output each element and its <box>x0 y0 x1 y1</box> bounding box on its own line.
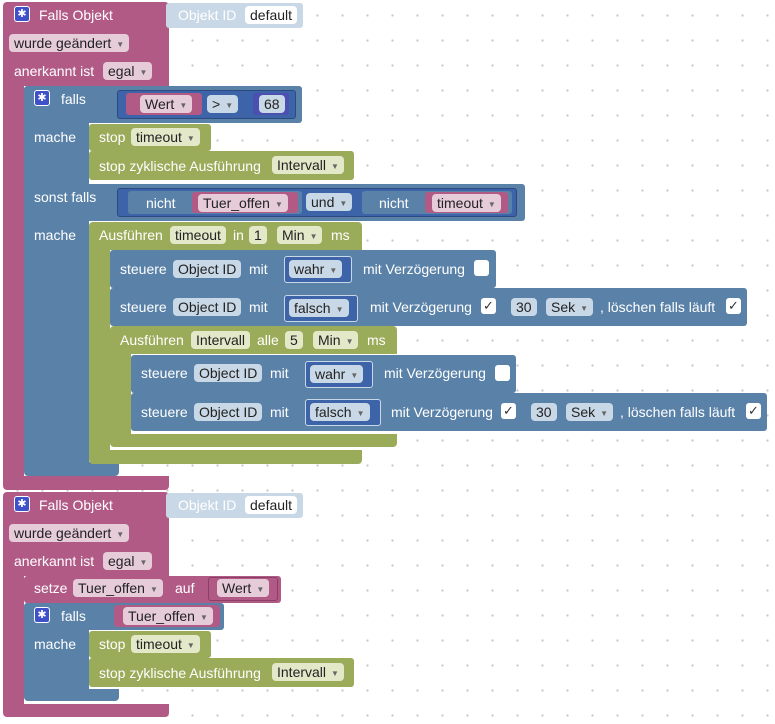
loeschen-label: , löschen falls läuft <box>620 404 736 420</box>
delay-amount[interactable]: 30 <box>511 298 537 316</box>
delay-amount[interactable]: 30 <box>531 403 557 421</box>
delay-checkbox[interactable] <box>474 260 489 276</box>
set-var-dropdown[interactable]: Tuer_offen▼ <box>73 579 163 597</box>
nicht-label: nicht <box>146 195 176 211</box>
stop-cyclic-label: stop zyklische Ausführung <box>99 158 261 174</box>
anerkannt-label: anerkannt ist <box>14 63 95 79</box>
wahr-dropdown[interactable]: wahr▼ <box>310 365 364 383</box>
steuere-label: steuere <box>141 404 188 420</box>
object-id-field[interactable]: Object ID <box>173 260 242 278</box>
sec-dropdown[interactable]: Sek▼ <box>566 403 614 421</box>
mache-label: mache <box>34 227 77 243</box>
mit-label: mit <box>249 299 268 315</box>
in-label: in <box>233 227 244 243</box>
clear-running-checkbox[interactable]: ✓ <box>746 403 761 419</box>
auf-label: auf <box>175 580 195 596</box>
unit-dropdown[interactable]: Min▼ <box>277 226 323 244</box>
mit-label: mit <box>249 261 268 277</box>
nicht-label: nicht <box>379 195 409 211</box>
ack-dropdown[interactable]: egal▼ <box>103 62 153 80</box>
wert-dropdown[interactable]: Wert▼ <box>217 579 270 597</box>
unit-dropdown[interactable]: Min▼ <box>313 331 359 349</box>
mache-label: mache <box>34 636 77 652</box>
cyclic-timer-dropdown[interactable]: Intervall▼ <box>272 663 344 681</box>
verzoegerung-label: mit Verzögerung <box>384 365 486 381</box>
delay-checkbox[interactable]: ✓ <box>481 298 496 314</box>
interval-name-field[interactable]: Intervall <box>191 331 251 349</box>
gear-icon[interactable]: ✱ <box>14 6 30 22</box>
tuer-offen-dropdown[interactable]: Tuer_offen▼ <box>198 194 288 212</box>
verzoegerung-label: mit Verzögerung <box>391 404 493 420</box>
interval-value[interactable]: 5 <box>285 331 303 349</box>
if-block-1[interactable] <box>24 86 89 468</box>
verzoegerung-label: mit Verzögerung <box>363 261 465 277</box>
if-block-1-bottom <box>24 462 119 476</box>
ausfuehren-label: Ausführen <box>99 227 163 243</box>
alle-label: alle <box>257 332 279 348</box>
stop-label: stop <box>99 129 126 145</box>
steuere-label: steuere <box>120 261 167 277</box>
event-block-1-spine <box>3 80 24 482</box>
delay-checkbox[interactable] <box>495 365 510 381</box>
event-block-1-bottom <box>3 476 169 490</box>
cyclic-timer-dropdown[interactable]: Intervall▼ <box>272 156 344 174</box>
timeout-block-spine <box>89 249 110 454</box>
steuere-label: steuere <box>141 365 188 381</box>
wert-dropdown[interactable]: Wert▼ <box>140 95 193 113</box>
verzoegerung-label: mit Verzögerung <box>370 299 472 315</box>
condition-dropdown[interactable]: Tuer_offen▼ <box>123 607 213 625</box>
ausfuehren-label: Ausführen <box>120 332 184 348</box>
falsch-dropdown[interactable]: falsch▼ <box>289 299 349 317</box>
clear-running-checkbox[interactable]: ✓ <box>726 298 741 314</box>
falls-objekt-label: Falls Objekt <box>39 7 113 23</box>
stop-label: stop <box>99 636 126 652</box>
ms-label: ms <box>367 332 386 348</box>
loeschen-label: , löschen falls läuft <box>600 299 716 315</box>
wahr-dropdown[interactable]: wahr▼ <box>289 260 343 278</box>
gear-icon[interactable]: ✱ <box>34 607 50 623</box>
number-68[interactable]: 68 <box>259 95 285 113</box>
timeout-block-bottom <box>89 450 362 464</box>
event-block-2-bottom <box>3 704 169 717</box>
mit-label: mit <box>270 404 289 420</box>
interval-block-bottom <box>110 434 397 447</box>
setze-label: setze <box>34 580 68 596</box>
timeout-var-dropdown[interactable]: timeout▼ <box>432 194 501 212</box>
if-block-2-bottom <box>24 689 119 701</box>
ms-label: ms <box>331 227 350 243</box>
object-id-field[interactable]: Object ID <box>173 298 242 316</box>
timeout-name-field[interactable]: timeout <box>170 226 226 244</box>
sec-dropdown[interactable]: Sek▼ <box>546 298 594 316</box>
interval-block-spine <box>110 353 131 437</box>
stop-timer-dropdown[interactable]: timeout▼ <box>131 128 200 146</box>
stop-timer-dropdown[interactable]: timeout▼ <box>131 635 200 653</box>
delay-checkbox[interactable]: ✓ <box>501 403 516 419</box>
falsch-dropdown[interactable]: falsch▼ <box>310 403 370 421</box>
stop-cyclic-label: stop zyklische Ausführung <box>99 665 261 681</box>
falls-label: falls <box>61 91 86 107</box>
steuere-label: steuere <box>120 299 167 315</box>
trigger-dropdown[interactable]: wurde geändert▼ <box>9 524 130 542</box>
mache-label: mache <box>34 129 77 145</box>
object-id-field[interactable]: Object ID <box>194 364 263 382</box>
gear-icon[interactable]: ✱ <box>14 496 30 512</box>
operator-dropdown[interactable]: >▼ <box>207 95 239 113</box>
anerkannt-label: anerkannt ist <box>14 553 95 569</box>
object-id-value[interactable]: default <box>245 6 298 24</box>
object-id-field[interactable]: Object ID <box>194 403 263 421</box>
gear-icon[interactable]: ✱ <box>34 90 50 106</box>
trigger-dropdown[interactable]: wurde geändert▼ <box>9 34 130 52</box>
and-dropdown[interactable]: und▼ <box>306 193 353 211</box>
falls-label: falls <box>61 608 86 624</box>
falls-objekt-label: Falls Objekt <box>39 497 113 513</box>
event-block-2-spine <box>3 570 24 710</box>
object-id-label: Objekt ID <box>178 7 237 23</box>
object-id-value[interactable]: default <box>245 496 298 514</box>
delay-value[interactable]: 1 <box>249 226 267 244</box>
object-id-label: Objekt ID <box>178 497 237 513</box>
mit-label: mit <box>270 365 289 381</box>
ack-dropdown[interactable]: egal▼ <box>103 552 153 570</box>
sonst-falls-label: sonst falls <box>34 189 97 205</box>
